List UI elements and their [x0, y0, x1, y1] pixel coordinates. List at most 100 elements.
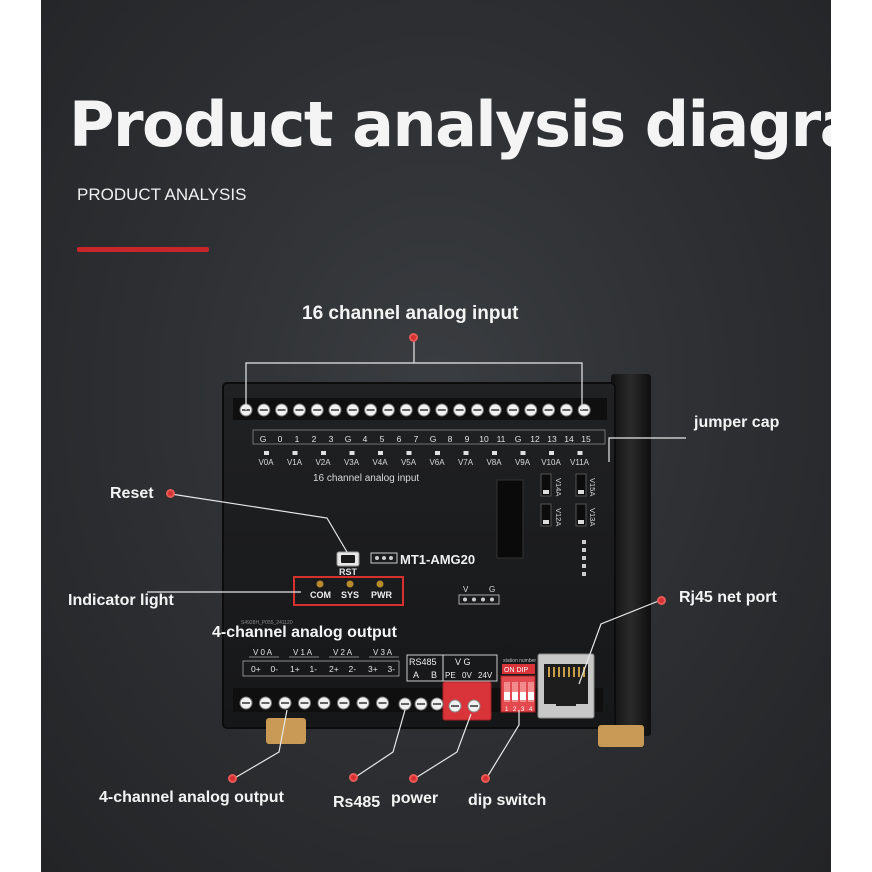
input-number: 7: [414, 434, 419, 444]
page-subtitle: PRODUCT ANALYSIS: [77, 185, 247, 204]
output-pin: 1+: [290, 664, 300, 674]
din-clip-left: [266, 718, 306, 744]
led-pwr: [376, 580, 384, 588]
input-number: 12: [530, 434, 540, 444]
input-va-label: V0A: [258, 458, 274, 467]
label-analog-output-bottom: 4-channel analog output: [99, 789, 284, 806]
accent-bar: [77, 247, 209, 252]
input-number: 11: [497, 434, 506, 444]
input-number: 9: [465, 434, 470, 444]
output-header: V 1 A: [293, 648, 313, 657]
model-label: MT1-AMG20: [400, 552, 475, 567]
input-va-label: V3A: [344, 458, 360, 467]
rs485-pin-b: B: [431, 670, 437, 680]
led-com: [316, 580, 324, 588]
dip-title: ON DIP: [504, 667, 528, 674]
dip-note: station number selection: [503, 658, 557, 664]
input-number: 14: [564, 434, 574, 444]
label-analog-output-top: 4-channel analog output: [212, 624, 397, 641]
label-jumper-cap: jumper cap: [694, 414, 780, 431]
input-number: G: [260, 434, 267, 444]
dip-pin-number: 4: [529, 707, 533, 713]
callout-dot-rs485: [349, 773, 358, 782]
input-va-labels: V0A V1A V2A V3A V4A V5A V6A V7A V8A V9A V10A V11A: [258, 451, 590, 467]
dip-header: [502, 664, 535, 674]
input-number: G: [345, 434, 352, 444]
label-dip-switch: dip switch: [468, 792, 547, 809]
output-pin: 3-: [388, 664, 396, 674]
rs485-pin-a: A: [413, 670, 419, 680]
power-pin-pe: PE: [445, 671, 456, 680]
vg-label-v: V: [463, 585, 469, 594]
input-va-label: V11A: [570, 458, 590, 467]
power-terminal-block: [442, 681, 492, 721]
callout-dot-analog-input: [409, 333, 418, 342]
input-va-label: V1A: [287, 458, 303, 467]
page-title: Product analysis diagram: [69, 88, 831, 161]
led-label-com: COM: [310, 590, 331, 600]
label-reset: Reset: [110, 485, 154, 502]
input-number: G: [515, 434, 522, 444]
bottom-screws: [239, 696, 389, 710]
jumper-label: V12A: [554, 508, 563, 526]
output-pins-box: [242, 660, 400, 677]
jumper-label: V14A: [554, 478, 563, 496]
jumper-header: [496, 479, 524, 559]
input-va-label: V6A: [429, 458, 445, 467]
input-va-label: V10A: [541, 458, 561, 467]
input-number: 5: [380, 434, 385, 444]
power-pin-0v: 0V: [462, 671, 472, 680]
input-number: 1: [295, 434, 300, 444]
input-number: 4: [363, 434, 368, 444]
output-pin-labels: 0+0-1+1-2+2-3+3-: [251, 664, 395, 674]
rs485-title: RS485: [409, 657, 437, 667]
dip-pin-number: 3: [521, 707, 525, 713]
input-va-label: V2A: [315, 458, 331, 467]
led-sys: [346, 580, 354, 588]
output-header: V 3 A: [373, 648, 393, 657]
input-number: 0: [278, 434, 283, 444]
output-pin: 1-: [310, 664, 318, 674]
poster: Product analysis diagram PRODUCT ANALYSI…: [41, 0, 831, 872]
callout-dot-analog-output: [228, 774, 237, 783]
input-va-label: V5A: [401, 458, 417, 467]
led-label-sys: SYS: [341, 590, 359, 600]
label-power: power: [391, 790, 439, 807]
label-rj45: Rj45 net port: [679, 589, 777, 606]
input-number: 13: [547, 434, 557, 444]
input-va-label: V8A: [486, 458, 502, 467]
led-label-pwr: PWR: [371, 590, 392, 600]
callout-dot-reset: [166, 489, 175, 498]
din-rail-side: [611, 374, 651, 736]
output-headers: V 0 A V 1 A V 2 A V 3 A: [249, 648, 399, 658]
output-pin: 3+: [368, 664, 378, 674]
label-rs485: Rs485: [333, 794, 381, 811]
input-number: 10: [479, 434, 489, 444]
jumper-caps: [540, 473, 587, 527]
power-box: [442, 654, 498, 682]
input-number: 2: [312, 434, 317, 444]
input-number: 6: [397, 434, 402, 444]
output-header: V 0 A: [253, 648, 273, 657]
output-pin: 0+: [251, 664, 261, 674]
power-title: V G: [455, 657, 471, 667]
callout-dot-rj45: [657, 596, 666, 605]
input-number: 15: [581, 434, 591, 444]
callout-dot-dip: [481, 774, 490, 783]
part-number: S4928H_P055_241120: [241, 620, 293, 626]
input-va-label: V4A: [372, 458, 388, 467]
din-clip-right: [598, 725, 644, 747]
silk-input-label: 16 channel analog input: [313, 473, 419, 484]
input-va-label: V9A: [515, 458, 531, 467]
output-header: V 2 A: [333, 648, 353, 657]
input-number: 8: [448, 434, 453, 444]
input-va-label: V7A: [458, 458, 474, 467]
input-number: 3: [329, 434, 334, 444]
label-analog-input: 16 channel analog input: [302, 303, 519, 324]
jumper-label: V15A: [588, 478, 597, 496]
power-pin-24v: 24V: [478, 671, 493, 680]
rst-label: RST: [339, 567, 358, 577]
